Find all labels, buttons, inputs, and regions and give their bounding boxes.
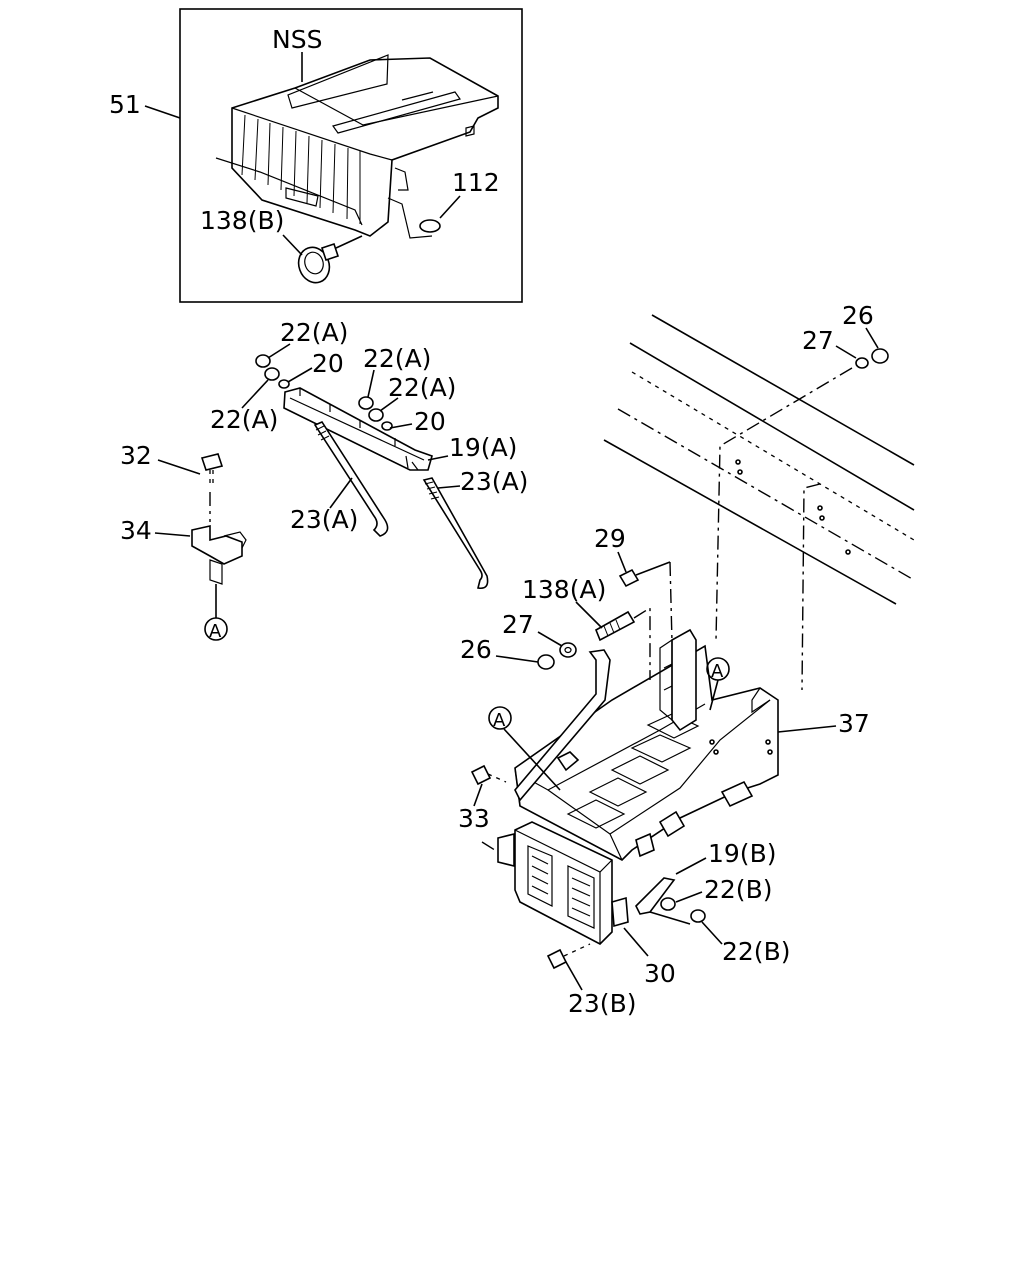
label-19a: 19(A) [449, 433, 517, 462]
label-37: 37 [838, 709, 870, 738]
label-20-2: 20 [414, 407, 446, 436]
bolt-23b-part [546, 943, 591, 970]
ref-a-2: A [706, 657, 730, 711]
label-23b: 23(B) [568, 989, 636, 1018]
label-23a-1: 23(A) [290, 505, 358, 534]
nut-26-part [537, 654, 555, 670]
label-22a-4: 22(A) [210, 405, 278, 434]
label-22a-3: 22(A) [388, 373, 456, 402]
svg-text:A: A [493, 710, 506, 731]
label-22b-1: 22(B) [704, 875, 772, 904]
label-20-1: 20 [312, 349, 344, 378]
battery-tray-37-part [514, 628, 779, 861]
label-26-top: 26 [842, 301, 874, 330]
label-138b: 138(B) [200, 206, 284, 235]
inset-frame [179, 8, 523, 303]
label-26: 26 [460, 635, 492, 664]
label-33: 33 [458, 804, 490, 833]
label-27: 27 [502, 610, 534, 639]
bolt-29-part [618, 561, 673, 643]
label-23a-2: 23(A) [460, 467, 528, 496]
ref-a-3: A [488, 706, 561, 791]
svg-text:A: A [209, 621, 222, 642]
ref-a-1: A [204, 617, 228, 642]
bracket-30-part [481, 821, 629, 945]
washer-27-part [559, 642, 577, 658]
fastener-138b-part [297, 235, 363, 284]
label-112: 112 [452, 168, 500, 197]
stud-138a-part [594, 606, 651, 680]
label-138a: 138(A) [522, 575, 606, 604]
nuts-22a-group [255, 354, 393, 431]
bolt-32-part [200, 453, 224, 485]
label-22b-2: 22(B) [722, 937, 790, 966]
hold-down-bar-19a-part [283, 387, 433, 471]
clamp-19b-part [635, 877, 706, 925]
frame-rail-part [603, 314, 915, 605]
svg-text:A: A [711, 661, 724, 682]
label-22a-1: 22(A) [280, 318, 348, 347]
label-22a-2: 22(A) [363, 344, 431, 373]
label-19b: 19(B) [708, 839, 776, 868]
bolt-33-part [470, 764, 507, 786]
washer-112-part [387, 197, 441, 239]
label-34: 34 [120, 516, 152, 545]
battery-cover-part [215, 54, 499, 237]
inset-battery-cover: NSS 112 138(B) [179, 8, 523, 303]
nut-26-top-part [855, 348, 889, 369]
label-29: 29 [594, 524, 626, 553]
label-30: 30 [644, 959, 676, 988]
label-51: 51 [109, 90, 141, 119]
label-nss: NSS [272, 25, 322, 54]
label-27-top: 27 [802, 326, 834, 355]
label-32: 32 [120, 441, 152, 470]
bracket-34-part [191, 492, 247, 585]
